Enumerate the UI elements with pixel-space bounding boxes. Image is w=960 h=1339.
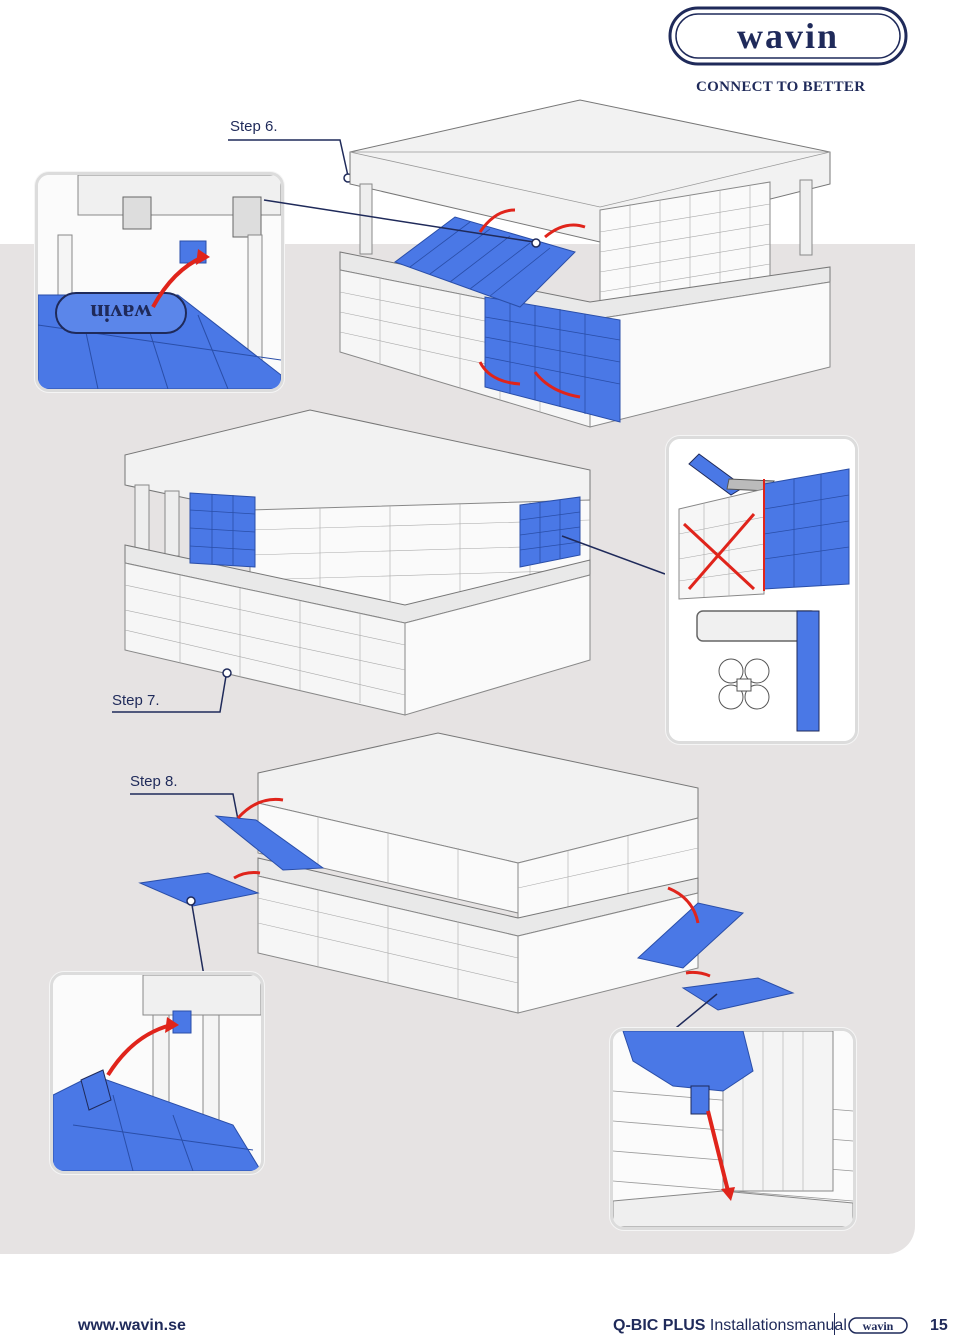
svg-text:wavin: wavin [863,1319,894,1333]
footer-manual-title: Q-BIC PLUS Installationsmanual [613,1317,847,1335]
step-6-crate-stack-illustration [339,99,831,428]
step-8-inset-corner-clip-detail [610,1028,856,1230]
step-7-label: Step 7. [112,692,160,709]
svg-text:wavin: wavin [737,16,839,56]
footer-divider [834,1313,835,1335]
step-7-crate-stack-illustration [124,409,591,716]
step-8-crate-stack-illustration [138,732,795,1014]
step-8-right-inset-pointer-line [670,993,718,1033]
step-7-inset-pointer-line [561,535,666,575]
footer-manual-name: Installationsmanual [709,1317,847,1334]
brand-tagline: CONNECT TO BETTER [696,79,866,95]
step-8-inset-base-clip-detail [50,972,264,1174]
step-8-label: Step 8. [130,773,178,790]
step-7-callout-line [112,668,232,713]
svg-text:wavin: wavin [90,299,151,325]
wavin-logo: wavin [668,6,908,66]
page-number: 15 [930,1317,948,1334]
step-6-label: Step 6. [230,118,278,135]
step-6-inset-clip-detail: wavin [35,172,284,392]
step-8-left-inset-pointer-line [186,896,205,977]
footer-wavin-logo: wavin [848,1317,908,1334]
step-7-inset-cut-detail [666,436,858,744]
step-6-inset-pointer-line [263,199,541,248]
footer-website-link[interactable]: www.wavin.se [78,1317,186,1334]
footer-product-name: Q-BIC PLUS [613,1317,706,1334]
